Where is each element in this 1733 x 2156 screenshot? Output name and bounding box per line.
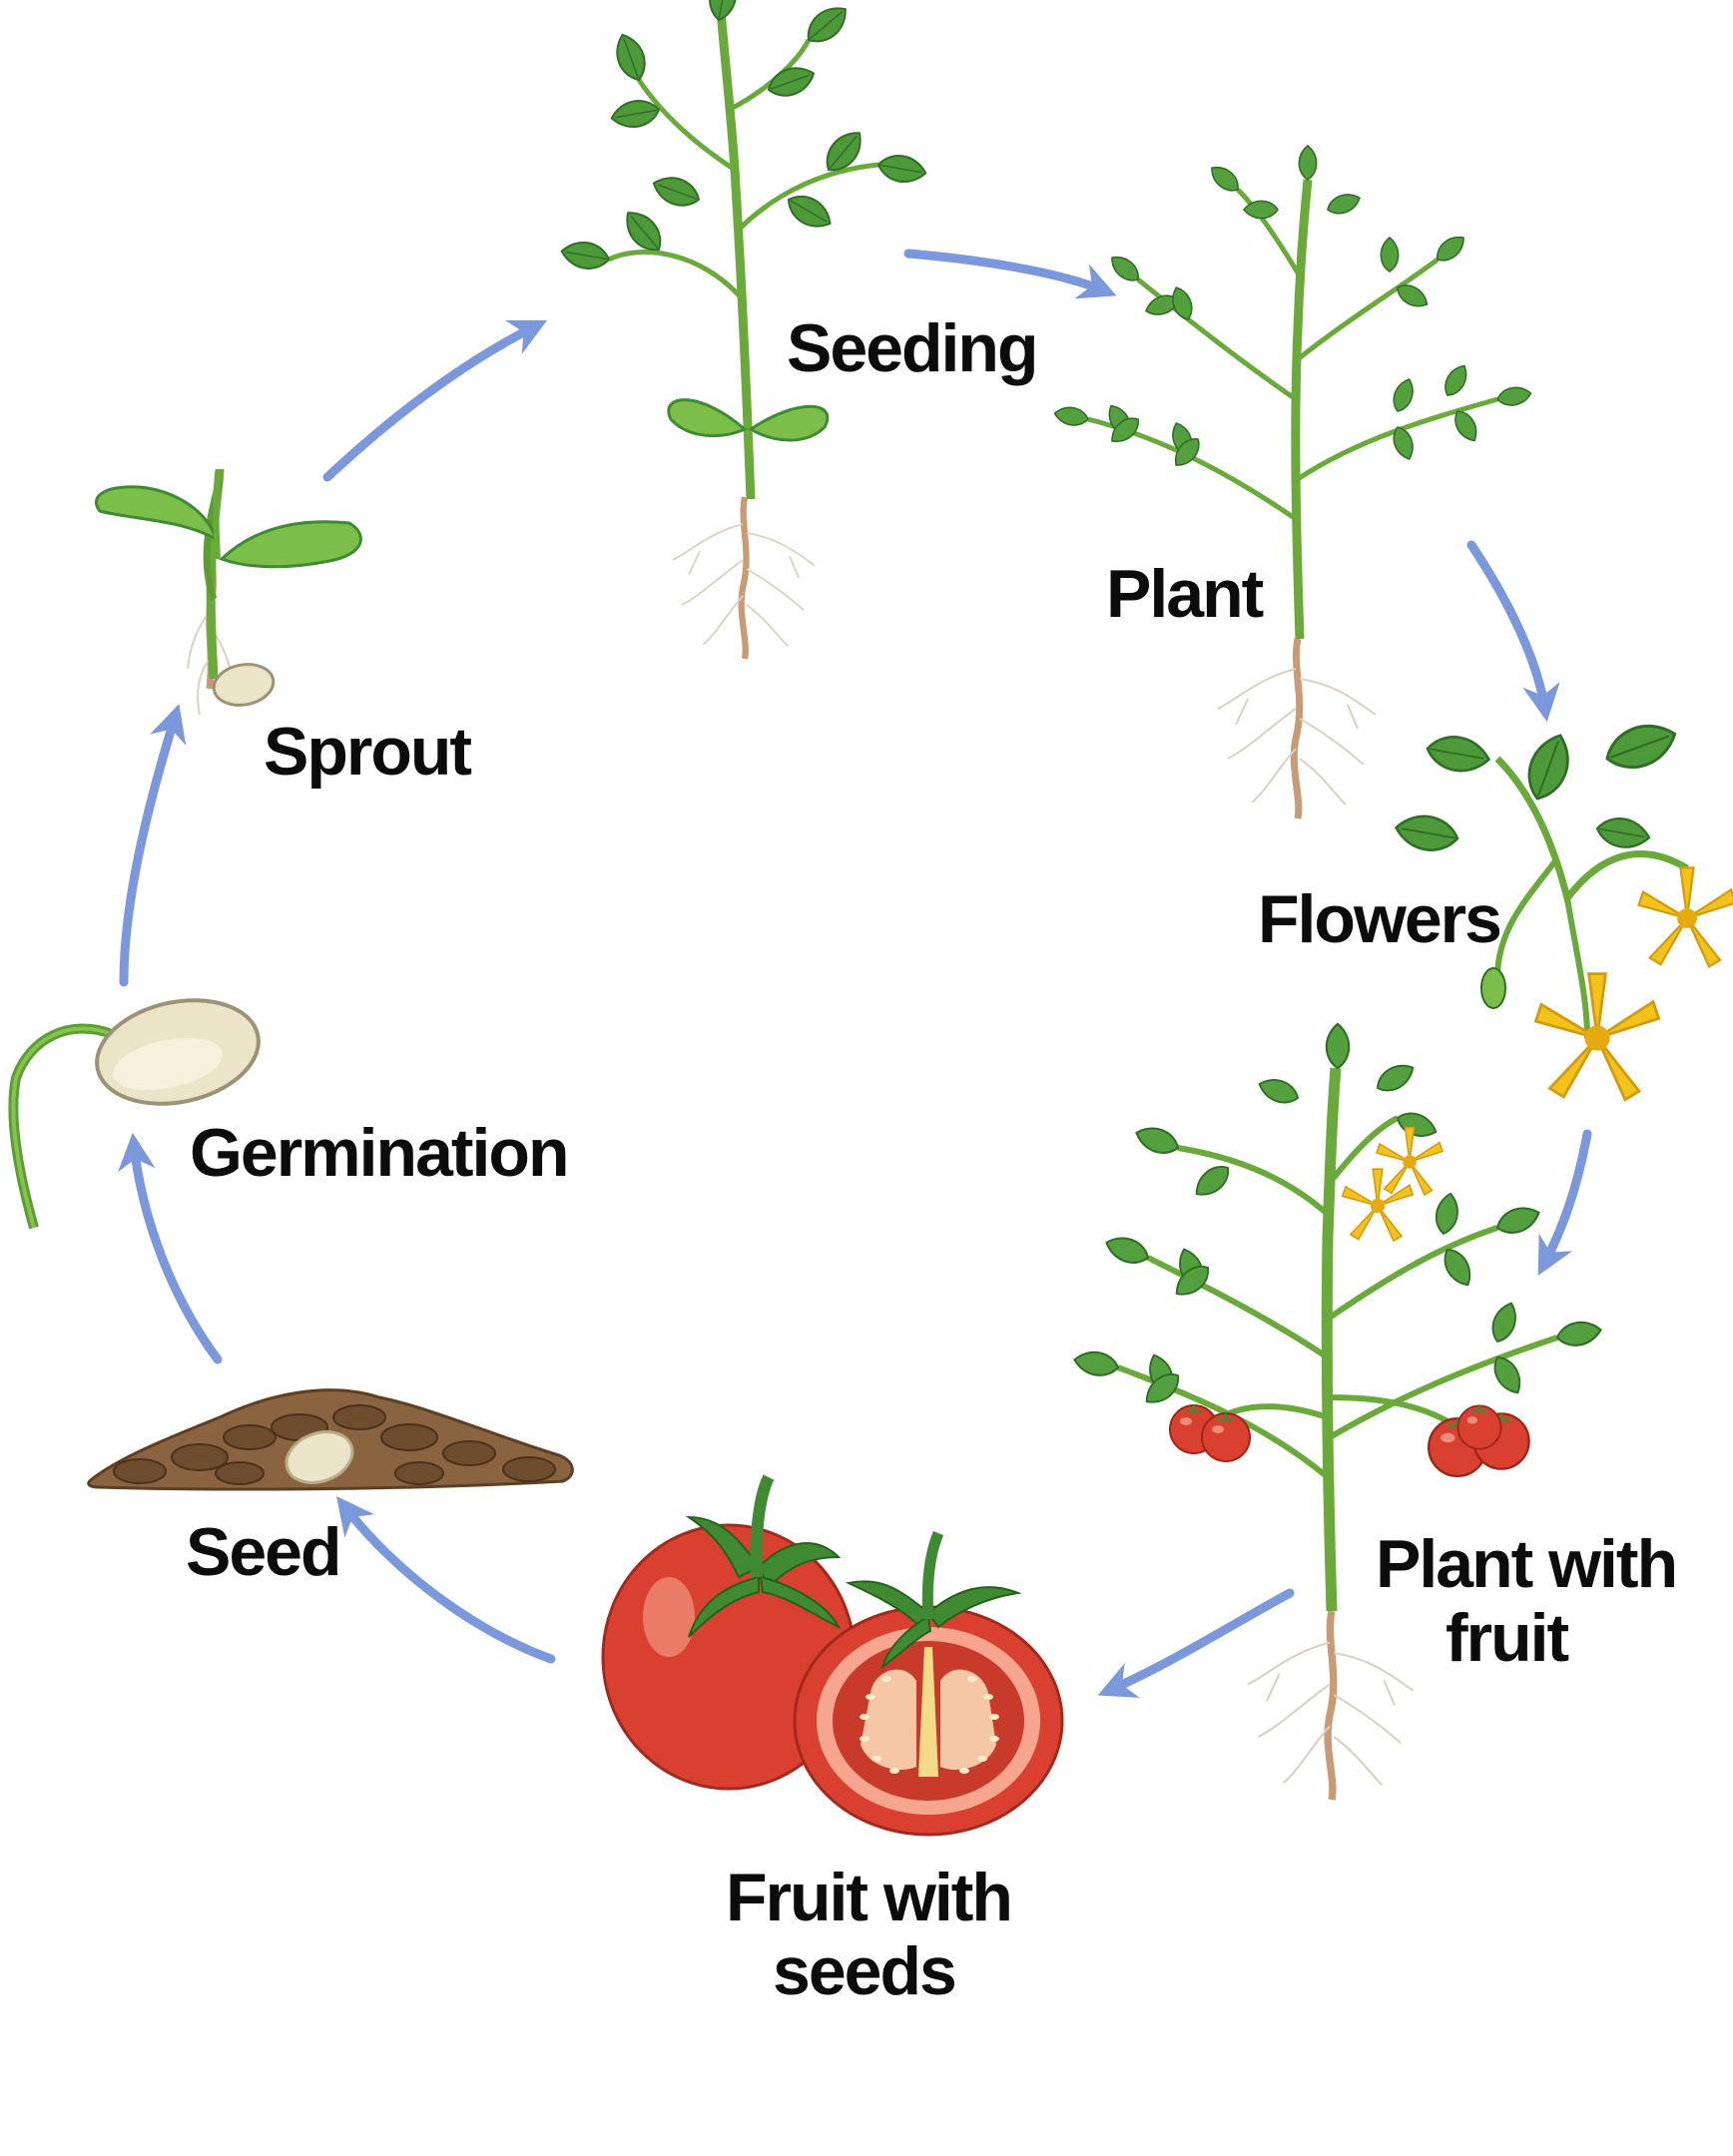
stage-label-fruit-with-seeds-line2: seeds: [773, 1933, 955, 2009]
germinating-seed-icon: [8, 998, 261, 1230]
stage-label-plant-with-fruit-line2: fruit: [1445, 1600, 1569, 1676]
seedling-icon: [558, 0, 929, 659]
arrow-germination-to-sprout: [119, 704, 187, 987]
arrow-seeding-to-plant: [903, 249, 1117, 299]
tomato-fruit-icon: [601, 1474, 1064, 1837]
stage-label-germination: Germination: [190, 1115, 568, 1191]
stage-label-seed: Seed: [186, 1514, 340, 1590]
arrow-sprout-to-seeding: [322, 319, 548, 482]
soil-seed-icon: [87, 1388, 574, 1491]
stage-label-flowers: Flowers: [1258, 881, 1500, 957]
sprout-icon: [94, 468, 362, 716]
fruiting-plant-icon: [1071, 1022, 1604, 1800]
arrow-plant-with-fruit-to-fruit: [1097, 1588, 1295, 1698]
stage-label-plant-with-fruit-line1: Plant with: [1376, 1526, 1676, 1602]
stage-label-plant: Plant: [1106, 556, 1264, 632]
cycle-arrows: [118, 249, 1592, 1698]
stage-label-fruit-with-seeds-line1: Fruit with: [726, 1860, 1011, 1935]
flowers-icon: [1392, 714, 1733, 1101]
young-plant-icon: [1052, 145, 1533, 818]
stage-label-seeding: Seeding: [787, 310, 1037, 386]
arrow-fruit-to-seed: [336, 1496, 556, 1664]
arrow-plant-to-flowers: [1466, 540, 1560, 723]
arrow-seed-to-germination: [118, 1132, 223, 1364]
stage-label-sprout: Sprout: [264, 714, 471, 790]
arrow-flowers-to-plant-with-fruit: [1537, 1129, 1592, 1277]
